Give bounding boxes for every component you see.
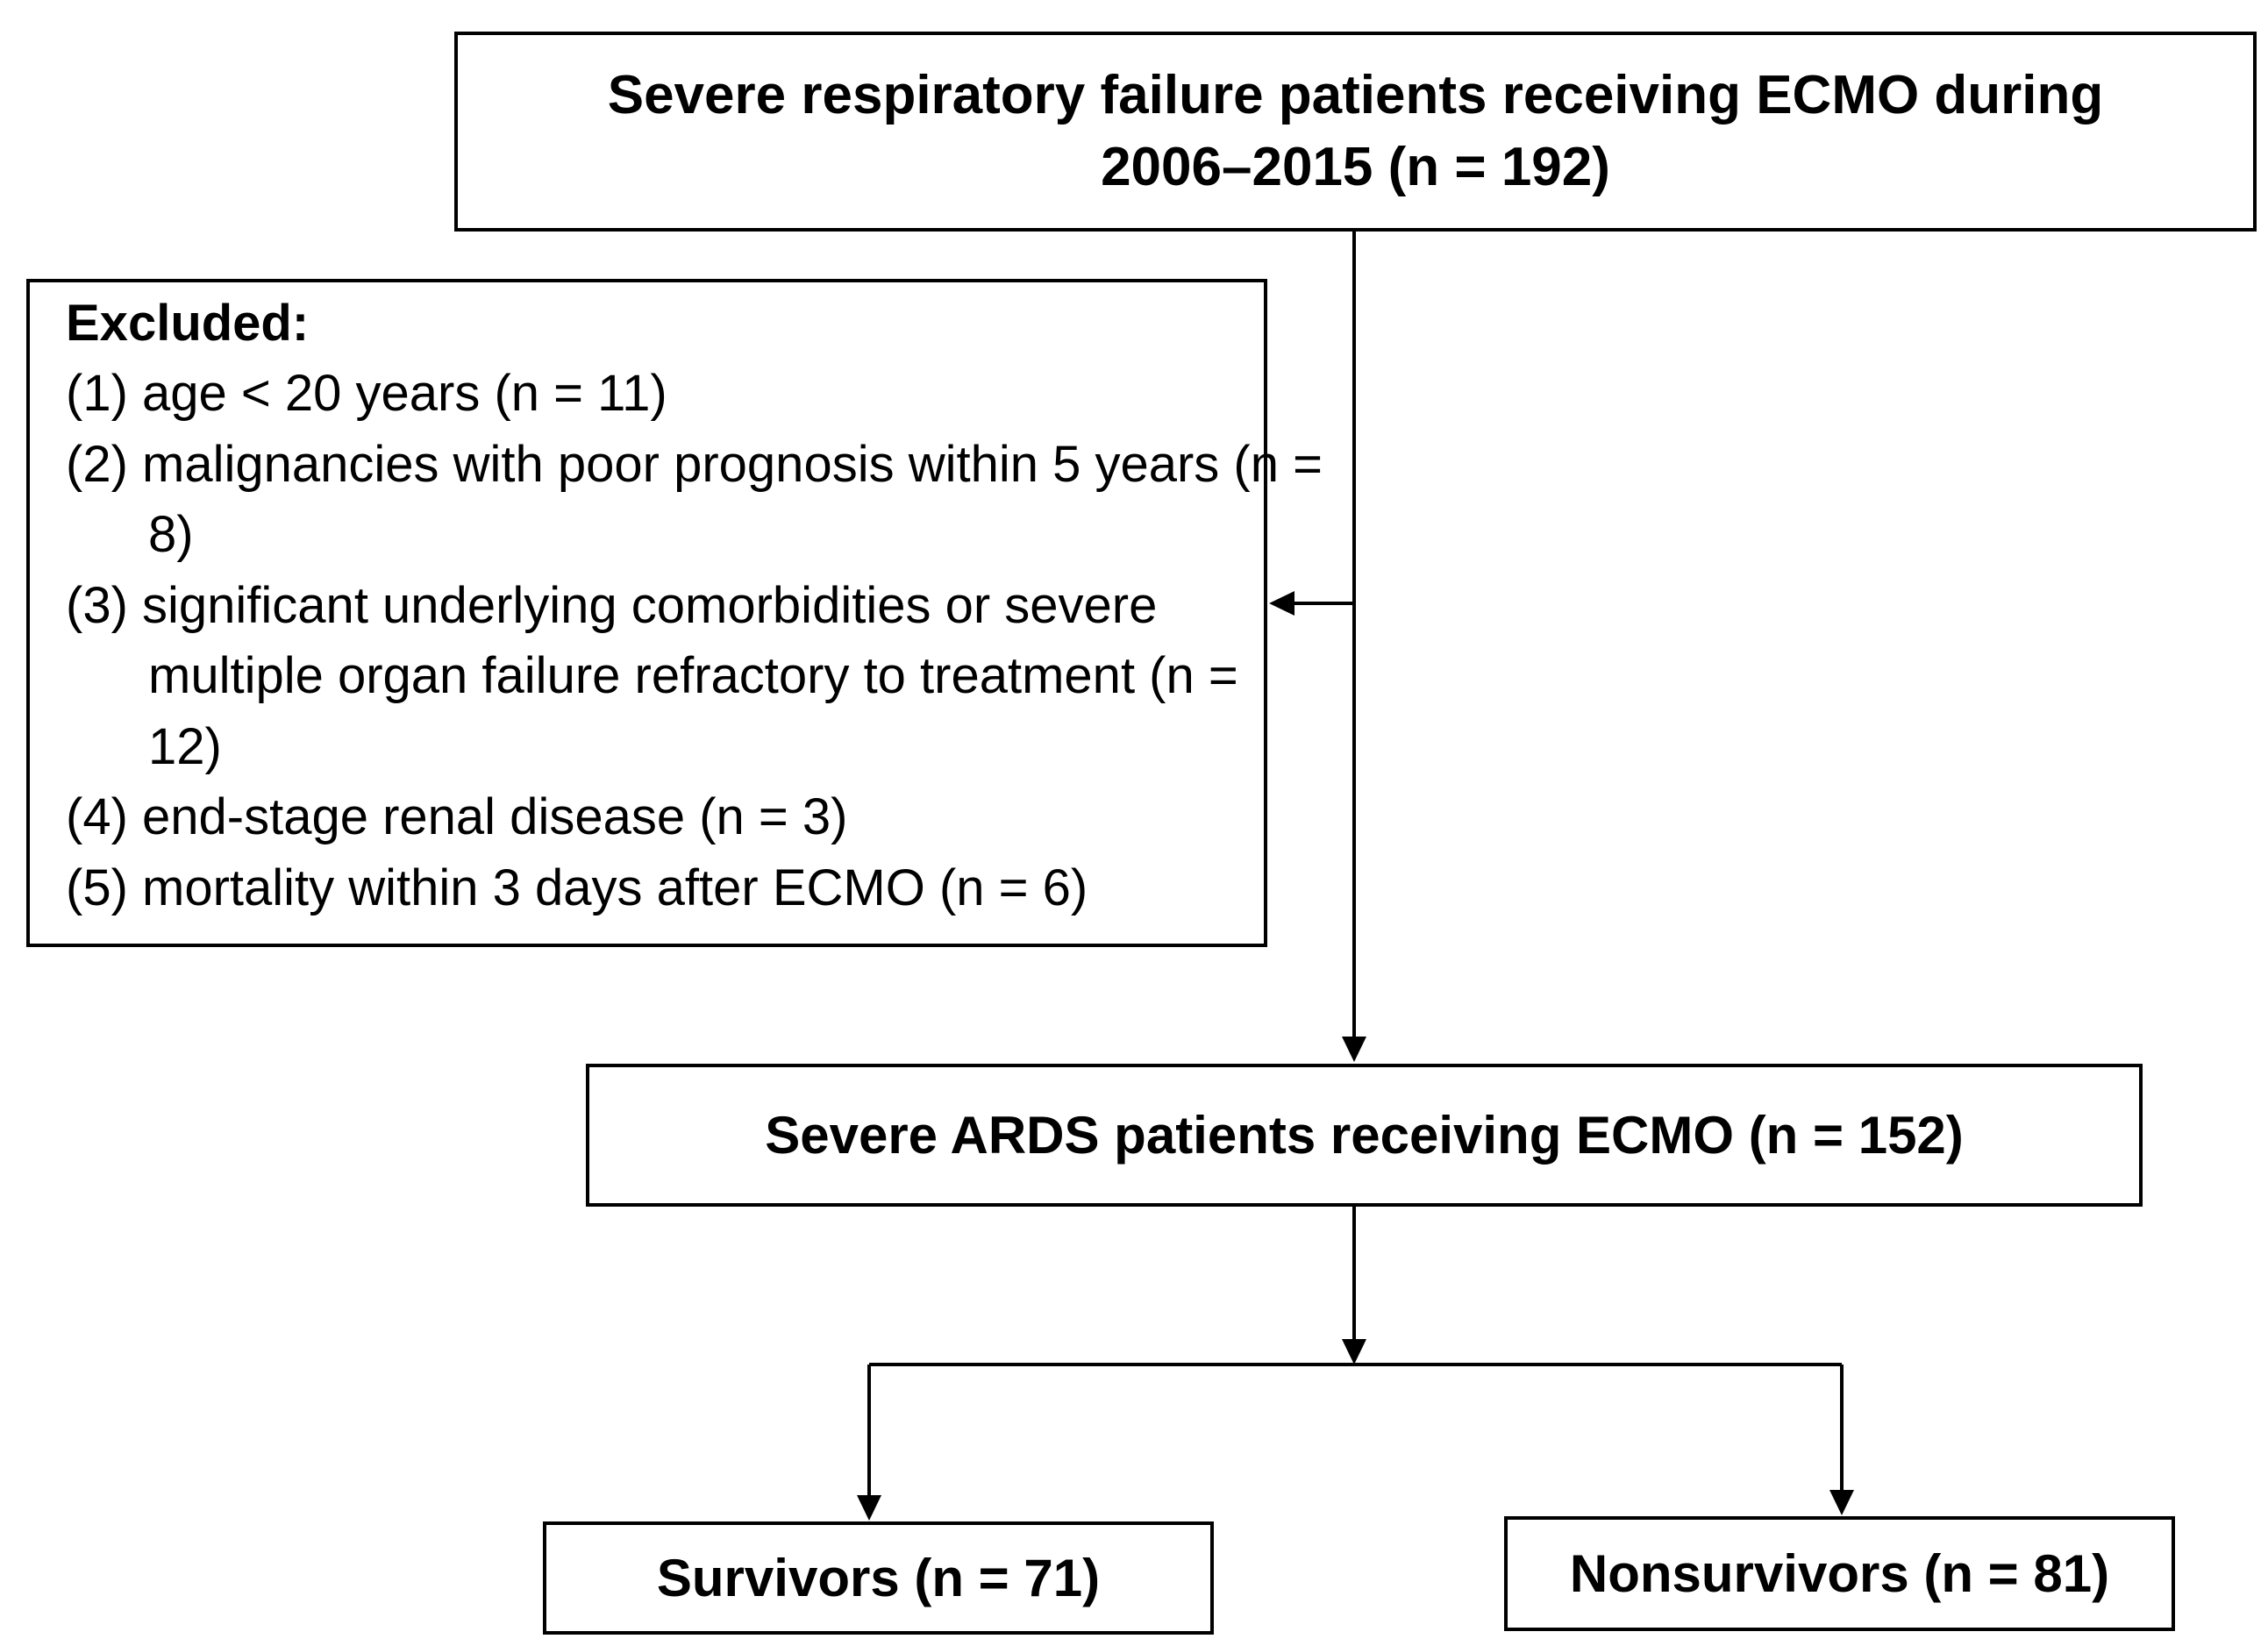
excluded-item: (4) end-stage renal disease (n = 3) <box>66 782 1323 853</box>
nonsurvivors-box: Nonsurvivors (n = 81) <box>1504 1516 2175 1631</box>
excluded-item: (2) malignancies with poor prognosis wit… <box>66 430 1323 571</box>
excluded-item: (1) age < 20 years (n = 11) <box>66 359 1323 430</box>
excluded-item-number: (5) <box>66 859 128 916</box>
cohort-box: Severe respiratory failure patients rece… <box>454 32 2257 232</box>
cohort-line-2: 2006–2015 (n = 192) <box>1101 137 1610 197</box>
excluded-item: (3) significant underlying comorbidities… <box>66 571 1323 783</box>
excluded-item-number: (3) <box>66 576 128 634</box>
nonsurvivors-label: Nonsurvivors (n = 81) <box>1569 1544 2110 1603</box>
excluded-item-text: mortality within 3 days after ECMO (n = … <box>142 859 1088 916</box>
survivors-label: Survivors (n = 71) <box>656 1549 1101 1607</box>
excluded-item: (5) mortality within 3 days after ECMO (… <box>66 853 1323 924</box>
excluded-title: Excluded: <box>66 295 310 352</box>
excluded-item-text: significant underlying comorbidities or … <box>142 576 1238 775</box>
arrow-to-ards <box>1342 1037 1366 1062</box>
ards-label: Severe ARDS patients receiving ECMO (n =… <box>765 1106 1964 1165</box>
excluded-item-number: (2) <box>66 435 128 493</box>
arrow-to-split <box>1342 1339 1366 1365</box>
cohort-line-1: Severe respiratory failure patients rece… <box>607 65 2104 125</box>
excluded-item-number: (4) <box>66 788 128 845</box>
ards-box: Severe ARDS patients receiving ECMO (n =… <box>586 1064 2143 1207</box>
arrow-to-nonsurvivors <box>1829 1490 1854 1515</box>
excluded-item-text: malignancies with poor prognosis within … <box>142 435 1323 564</box>
excluded-item-text: age < 20 years (n = 11) <box>142 365 667 422</box>
excluded-item-text: end-stage renal disease (n = 3) <box>142 788 848 845</box>
arrow-to-survivors <box>857 1495 881 1521</box>
excluded-item-number: (1) <box>66 365 128 422</box>
survivors-box: Survivors (n = 71) <box>543 1521 1214 1635</box>
excluded-box: Excluded: (1) age < 20 years (n = 11) (2… <box>26 279 1323 947</box>
arrow-to-excluded <box>1269 591 1294 616</box>
